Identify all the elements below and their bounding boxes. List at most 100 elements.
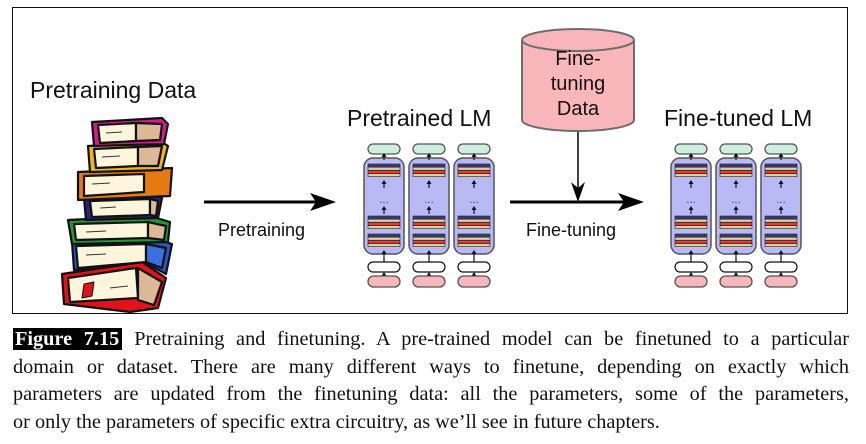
arrow-head: [381, 180, 387, 184]
layer-stripe: [674, 240, 708, 244]
layer-stripe: [412, 215, 446, 220]
arrow-head: [778, 272, 784, 276]
arrow-head: [381, 206, 387, 210]
layer-stripe: [457, 170, 491, 174]
arrow-head: [778, 250, 784, 254]
layer-stripe: [719, 218, 753, 223]
output-token: [719, 143, 753, 155]
model-column: ···: [363, 143, 405, 288]
figure-number-tag: Figure 7.15: [13, 328, 123, 350]
arrow-head: [778, 153, 784, 157]
arrow-head: [688, 206, 694, 210]
pretraining-arrow: [204, 193, 336, 211]
model-column: ···: [408, 143, 450, 288]
layer-stripe: [367, 225, 401, 229]
layer-stripe: [367, 233, 401, 238]
caption-line-1: Pretraining and finetuning. A pre-traine…: [134, 328, 849, 350]
finetuning-arrow-label: Fine-tuning: [526, 220, 617, 240]
ellipsis-dots: ···: [379, 198, 389, 209]
layer-stripe: [764, 222, 798, 226]
arrow-head: [381, 250, 387, 254]
layer-stripe: [412, 240, 446, 244]
layer-stripe: [412, 233, 446, 238]
embedding-token: [412, 261, 446, 273]
ellipsis-dots: ···: [731, 198, 741, 209]
input-token: [457, 275, 491, 288]
input-token: [367, 275, 401, 288]
ellipsis-dots: ···: [776, 198, 786, 209]
layer-stripe: [674, 215, 708, 220]
arrow-head: [426, 153, 432, 157]
output-token: [457, 143, 491, 155]
layer-stripe: [367, 218, 401, 223]
layer-stripe: [412, 243, 446, 247]
finetuning-arrow: [510, 193, 644, 211]
layer-stripe: [674, 163, 708, 168]
arrow-head: [688, 250, 694, 254]
output-token: [764, 143, 798, 155]
layer-stripe: [764, 243, 798, 247]
layer-stripe: [719, 173, 753, 177]
layer-stripe: [764, 215, 798, 220]
layer-stripe: [457, 215, 491, 220]
arrow-head: [381, 272, 387, 276]
output-token: [412, 143, 446, 155]
embedding-token: [457, 261, 491, 273]
input-token: [674, 275, 708, 288]
finetuning-data-arrow: [571, 130, 585, 202]
pretrained-lm-icon: ·········: [363, 143, 495, 288]
arrow-head: [778, 180, 784, 184]
layer-stripe: [457, 233, 491, 238]
layer-stripe: [367, 222, 401, 226]
arrow-head: [471, 250, 477, 254]
layer-stripe: [457, 166, 491, 171]
layer-stripe: [719, 166, 753, 171]
layer-stripe: [367, 166, 401, 171]
model-column: ···: [715, 143, 757, 288]
arrow-head: [733, 180, 739, 184]
pretrained-lm-label: Pretrained LM: [347, 105, 492, 131]
layer-stripe: [674, 170, 708, 174]
arrow-head: [733, 206, 739, 210]
layer-stripe: [674, 218, 708, 223]
layer-stripe: [412, 170, 446, 174]
finetuning-data-label-line-1: Fine-: [555, 48, 601, 70]
layer-stripe: [367, 173, 401, 177]
arrow-head: [688, 180, 694, 184]
layer-stripe: [367, 215, 401, 220]
arrow-head: [426, 272, 432, 276]
caption-line-4: or only the parameters of specific extra…: [13, 410, 660, 433]
layer-stripe: [412, 166, 446, 171]
layer-stripe: [412, 218, 446, 223]
layer-stripe: [764, 163, 798, 168]
layer-stripe: [674, 236, 708, 241]
layer-stripe: [764, 240, 798, 244]
database-cylinder-icon: [521, 28, 635, 132]
embedding-token: [764, 261, 798, 273]
layer-stripe: [764, 233, 798, 238]
layer-stripe: [457, 240, 491, 244]
layer-stripe: [457, 163, 491, 168]
pretraining-arrow-label: Pretraining: [218, 220, 306, 240]
finetuned-lm-icon: ··· ··· ···: [670, 143, 802, 288]
finetuning-data-label-line-3: Data: [556, 98, 600, 120]
layer-stripe: [412, 236, 446, 241]
layer-stripe: [674, 173, 708, 177]
layer-stripe: [719, 236, 753, 241]
pretraining-data-label: Pretraining Data: [30, 77, 197, 103]
arrow-head: [733, 250, 739, 254]
layer-stripe: [457, 243, 491, 247]
arrow-head: [471, 153, 477, 157]
finetuning-data-label-line-2: tuning: [550, 73, 606, 95]
layer-stripe: [457, 236, 491, 241]
arrow-head: [778, 206, 784, 210]
layer-stripe: [412, 173, 446, 177]
model-column: ···: [760, 143, 802, 288]
arrow-head: [733, 153, 739, 157]
layer-stripe: [412, 225, 446, 229]
arrow-head: [381, 153, 387, 157]
layer-stripe: [412, 222, 446, 226]
ellipsis-dots: ···: [686, 198, 696, 209]
output-token: [367, 143, 401, 155]
output-token: [674, 143, 708, 155]
